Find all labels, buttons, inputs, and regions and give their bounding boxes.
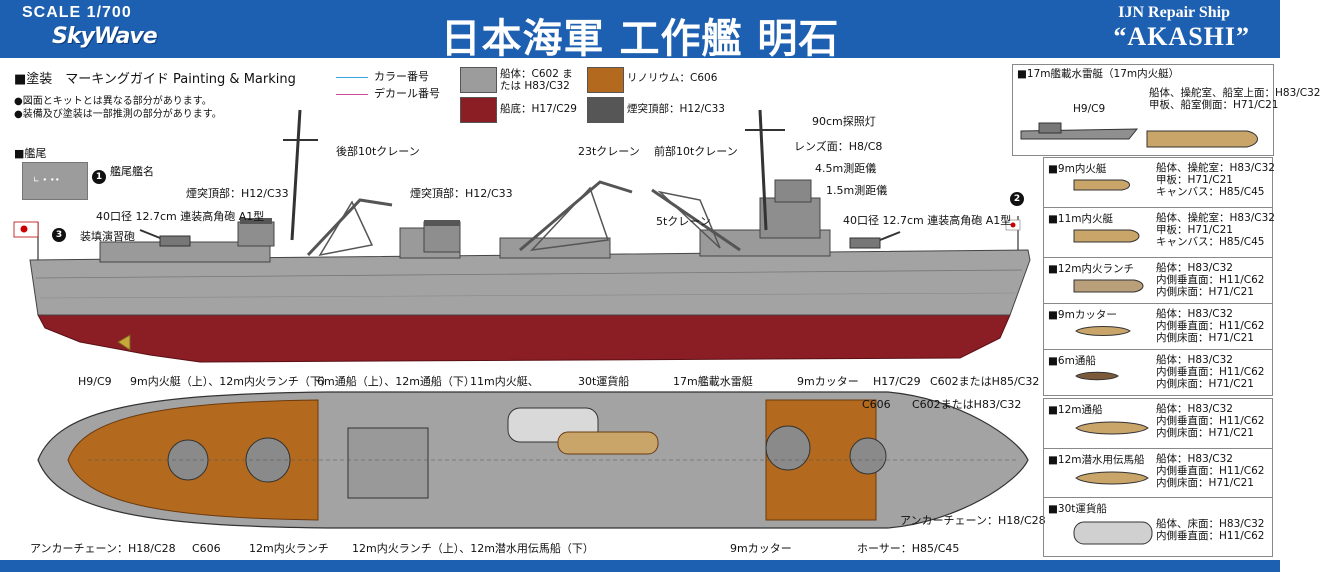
- loader-label: 装填演習砲: [80, 230, 135, 243]
- top-label-17m-boat: 17m艦載水雷艇: [673, 375, 753, 388]
- torpedo-boat-tag: H9/C9: [1073, 103, 1106, 115]
- english-ship-name: “AKASHI”: [1113, 22, 1250, 51]
- bottom-label-12m-launch: 12m内火ランチ: [249, 542, 329, 555]
- top-label-9m-cutter: 9mカッター: [797, 375, 859, 388]
- swatch-funnel-label: 煙突頂部：H12/C33: [627, 103, 725, 115]
- stern-title: ■艦尾: [14, 147, 47, 160]
- fwd-gun-label: 40口径 12.7cm 連装高角砲 A1型: [843, 214, 1012, 227]
- ship-top-view: [37, 391, 1029, 529]
- rangefinder-45-label: 4.5m測距儀: [815, 162, 877, 175]
- scale-label: SCALE 1/700: [22, 4, 132, 21]
- aft-crane-label: 後部10tクレーン: [336, 145, 420, 158]
- top-label-11m-launch: 11m内火艇、: [470, 375, 539, 388]
- decal-1-marker: 1: [92, 164, 106, 184]
- boat-name: ■6m通船: [1048, 355, 1096, 367]
- decal-2-marker: 2: [1010, 186, 1024, 206]
- lens-label: レンズ面：H8/C8: [794, 140, 883, 153]
- stern-name-label: 艦尾艦名: [110, 165, 154, 178]
- note-1: ●図面とキットとは異なる部分があります。: [14, 96, 212, 107]
- decal-3-marker: 3: [52, 222, 66, 242]
- decal-number-line: [336, 94, 368, 95]
- bottom-label-launch-diving: 12m内火ランチ（上）、12m潜水用伝馬船（下）: [352, 542, 594, 555]
- bottom-label-anchor-fwd: アンカーチェーン：H18/C28: [900, 514, 1046, 527]
- crane-5t-label: 5tクレーン: [656, 215, 711, 228]
- torpedo-boat-desc-2: 甲板、船室側面：H71/C21: [1149, 99, 1279, 111]
- boat-name: ■30t運貨船: [1048, 503, 1107, 515]
- rangefinder-15-label: 1.5m測距儀: [826, 184, 888, 197]
- bottom-color-label: H17/C29: [873, 375, 921, 388]
- brand-logo: SkyWave: [52, 24, 158, 49]
- top-label-30t-barge: 30t運貨船: [578, 375, 630, 388]
- swatch-bottom: [460, 97, 497, 123]
- swatch-funnel: [587, 97, 624, 123]
- boat-name: ■9mカッター: [1048, 309, 1117, 321]
- funnel-top-label-1: 煙突頂部：H12/C33: [186, 187, 289, 200]
- boat-name: ■9m内火艇: [1048, 163, 1107, 175]
- swatch-hull: [460, 67, 497, 93]
- top-label-hull: C602またはH83/C32: [912, 398, 1022, 411]
- fwd-crane-label: 前部10tクレーン: [654, 145, 738, 158]
- aft-gun-label: 40口径 12.7cm 連装高角砲 A1型: [96, 210, 265, 223]
- torpedo-boat-desc-1: 船体、操舵室、船室上面：H83/C32: [1149, 87, 1321, 99]
- torpedo-boat-panel: ■17m艦載水雷艇（17m内火艇） 船体、操舵室、船室上面：H83/C32 甲板…: [1012, 64, 1321, 156]
- stern-illustration: ∟ ∙ ∙∙: [22, 162, 88, 200]
- boat-name: ■12m潜水用伝馬船: [1048, 454, 1145, 466]
- bottom-label-9m-cutter: 9mカッター: [730, 542, 792, 555]
- torpedo-boat-title: ■17m艦載水雷艇（17m内火艇）: [1017, 68, 1180, 80]
- hull-color-label: C602またはH85/C32: [930, 375, 1040, 388]
- swatch-hull-label: 船体：C602 または H83/C32: [500, 68, 573, 92]
- decal-number-label: デカール番号: [374, 87, 440, 100]
- bottom-label-hawser: ホーサー：H85/C45: [857, 542, 960, 555]
- boat-name: ■12m内火ランチ: [1048, 263, 1135, 275]
- swatch-bottom-label: 船底：H17/C29: [500, 103, 577, 115]
- footer-bar: [0, 560, 1280, 572]
- top-label-6m-boat: 6m通船（上）、12m通船（下）: [317, 375, 475, 388]
- header-bar: SCALE 1/700 SkyWave 日本海軍 工作艦 明石 IJN Repa…: [0, 0, 1280, 62]
- bottom-label-linoleum: C606: [192, 542, 221, 555]
- ship-side-view: [13, 109, 1031, 363]
- section-title: ■塗装 マーキングガイド Painting & Marking: [14, 72, 296, 87]
- color-number-line: [336, 77, 368, 78]
- boat-name: ■11m内火艇: [1048, 213, 1114, 225]
- top-label-linoleum: C606: [862, 398, 891, 411]
- torpedo-boat-illustration: [1020, 122, 1258, 148]
- page-title: 日本海軍 工作艦 明石: [440, 16, 840, 62]
- boat-name: ■12m通船: [1048, 404, 1103, 416]
- english-subtitle: IJN Repair Ship: [1118, 4, 1230, 21]
- swatch-linoleum: [587, 67, 624, 93]
- color-number-label: カラー番号: [374, 70, 429, 83]
- swatch-linoleum-label: リノリウム：C606: [627, 72, 718, 84]
- funnel-top-label-2: 煙突頂部：H12/C33: [410, 187, 513, 200]
- propeller-label: H9/C9: [78, 375, 112, 388]
- top-label-9m-launch: 9m内火艇（上）、12m内火ランチ（下）: [130, 375, 332, 388]
- crane-23t-label: 23tクレーン: [578, 145, 640, 158]
- searchlight-label: 90cm探照灯: [812, 115, 876, 128]
- bottom-label-anchor-aft: アンカーチェーン：H18/C28: [30, 542, 176, 555]
- note-2: ●装備及び塗装は一部推測の部分があります。: [14, 109, 222, 120]
